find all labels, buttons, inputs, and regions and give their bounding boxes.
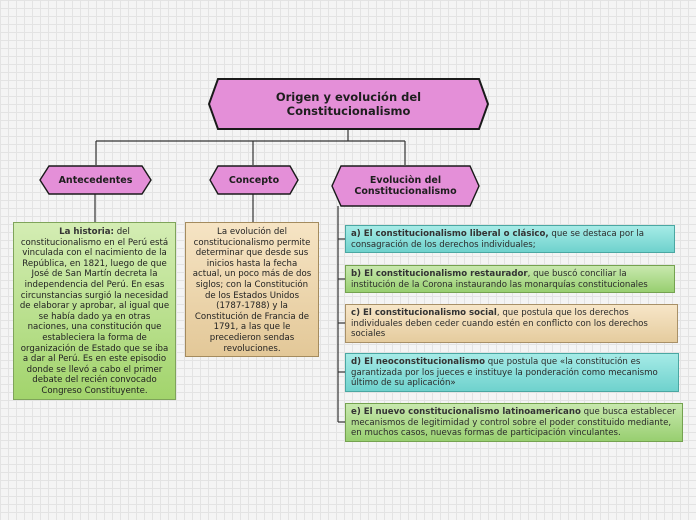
item-text: que se destaca por la consagración de lo… <box>351 229 645 250</box>
item-text: que postula que «la constitución es gara… <box>351 357 658 389</box>
item-text: , que postula que los derechos individua… <box>351 308 648 340</box>
antecedentes-text: del constitucionalismo en el Perú está v… <box>19 227 170 396</box>
root-title: Origen y evolución del Constitucionalism… <box>275 90 422 118</box>
branch-concepto[interactable]: Concepto <box>209 165 299 195</box>
item-text: , que buscó conciliar la institución de … <box>351 269 648 290</box>
item-lead: c) El constitucionalismo social <box>351 308 497 318</box>
evolucion-item-d[interactable]: d) El neoconstitucionalismo que postula … <box>345 353 679 392</box>
item-lead: e) El nuevo constitucionalismo latinoame… <box>351 407 581 417</box>
evolucion-item-b[interactable]: b) El constitucionalismo restaurador, qu… <box>345 265 675 293</box>
evolucion-item-c[interactable]: c) El constitucionalismo social, que pos… <box>345 304 678 343</box>
branch-antecedentes[interactable]: Antecedentes <box>39 165 152 195</box>
concepto-box[interactable]: La evolución del constitucionalismo perm… <box>185 222 319 357</box>
branch-evolucion[interactable]: Evoluciòn del Constitucionalismo <box>331 165 480 207</box>
root-node[interactable]: Origen y evolución del Constitucionalism… <box>208 78 489 130</box>
branch-label: Evoluciòn del Constitucionalismo <box>354 174 457 198</box>
item-text: que busca establecer mecanismos de legit… <box>351 407 676 439</box>
item-lead: a) El constitucionalismo liberal o clási… <box>351 229 549 239</box>
item-lead: b) El constitucionalismo restaurador <box>351 269 528 279</box>
item-lead: d) El neoconstitucionalismo <box>351 357 485 367</box>
branch-label: Concepto <box>228 174 280 186</box>
branch-label: Antecedentes <box>58 174 133 186</box>
antecedentes-box[interactable]: La historia: del constitucionalismo en e… <box>13 222 176 400</box>
evolucion-item-e[interactable]: e) El nuevo constitucionalismo latinoame… <box>345 403 683 442</box>
evolucion-item-a[interactable]: a) El constitucionalismo liberal o clási… <box>345 225 675 253</box>
concepto-text: La evolución del constitucionalismo perm… <box>192 227 312 354</box>
antecedentes-lead: La historia: <box>59 227 114 237</box>
